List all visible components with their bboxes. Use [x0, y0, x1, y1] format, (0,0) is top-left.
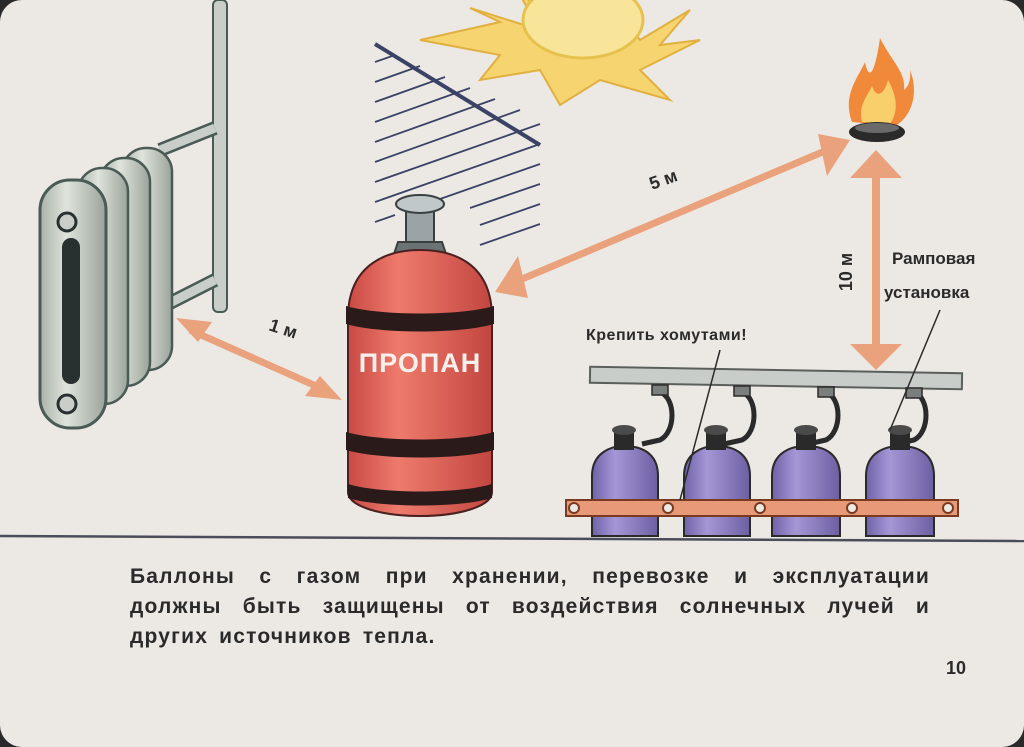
radiator-icon	[38, 0, 228, 430]
propane-cylinder	[346, 194, 494, 518]
distance-flame-label: 5 м	[647, 165, 680, 193]
page-number: 10	[946, 658, 967, 678]
ramp-label-line1: Рамповая	[892, 249, 975, 268]
ramp-installation	[565, 309, 964, 537]
floor-line	[0, 534, 1024, 543]
valve-fittings	[651, 384, 923, 399]
caption-text: Баллоны с газом при хранении, перевозке …	[130, 565, 930, 648]
arrow-flame	[495, 134, 850, 298]
ramp-label-line2: установка	[884, 283, 970, 302]
clamp-note: Крепить хомутами!	[586, 327, 747, 344]
flame-icon	[848, 38, 915, 142]
clamp-strap	[565, 499, 959, 517]
arrow-ramp	[850, 150, 902, 370]
cylinder-label: ПРОПАН	[359, 348, 481, 378]
ramp-pointer-line	[889, 309, 941, 431]
distance-radiator-label: 1 м	[267, 315, 300, 343]
sun-icon	[419, 0, 701, 107]
shade-canopy	[373, 42, 542, 246]
clamp-pointer-line	[679, 349, 721, 501]
arrow-radiator	[176, 318, 342, 400]
distance-ramp-label: 10 м	[836, 253, 856, 291]
